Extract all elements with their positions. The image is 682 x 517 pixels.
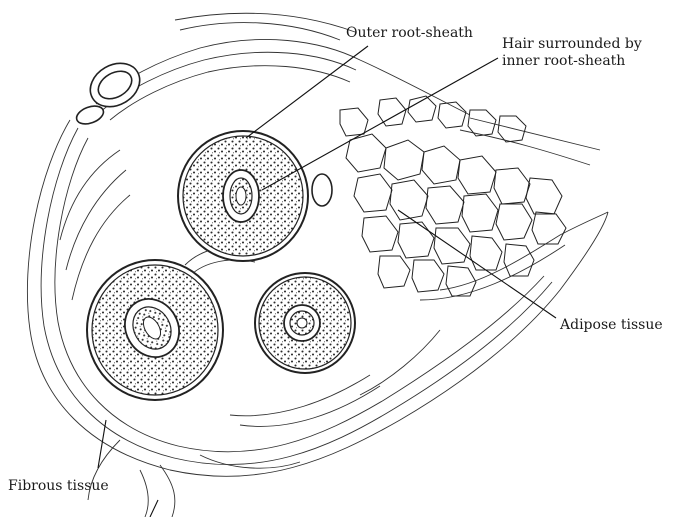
label-hair-line2: inner root-sheath [502, 53, 625, 69]
leader-fibrous [98, 420, 106, 468]
label-hair-line1: Hair surrounded by [502, 36, 642, 52]
hair-follicle-bottom-left [87, 260, 223, 400]
hair-follicle-bottom-right [255, 273, 355, 373]
hair-follicle-top [178, 131, 308, 261]
leader-bottom [150, 500, 158, 517]
label-fibrous-tissue: Fibrous tissue [8, 478, 109, 494]
adipose-cells [340, 96, 566, 296]
vessels-upper-left [74, 55, 147, 128]
label-adipose-tissue: Adipose tissue [559, 317, 663, 333]
small-vessel [312, 174, 332, 206]
label-outer-root-sheath: Outer root-sheath [346, 25, 473, 41]
leader-outer-root-sheath [246, 46, 368, 138]
